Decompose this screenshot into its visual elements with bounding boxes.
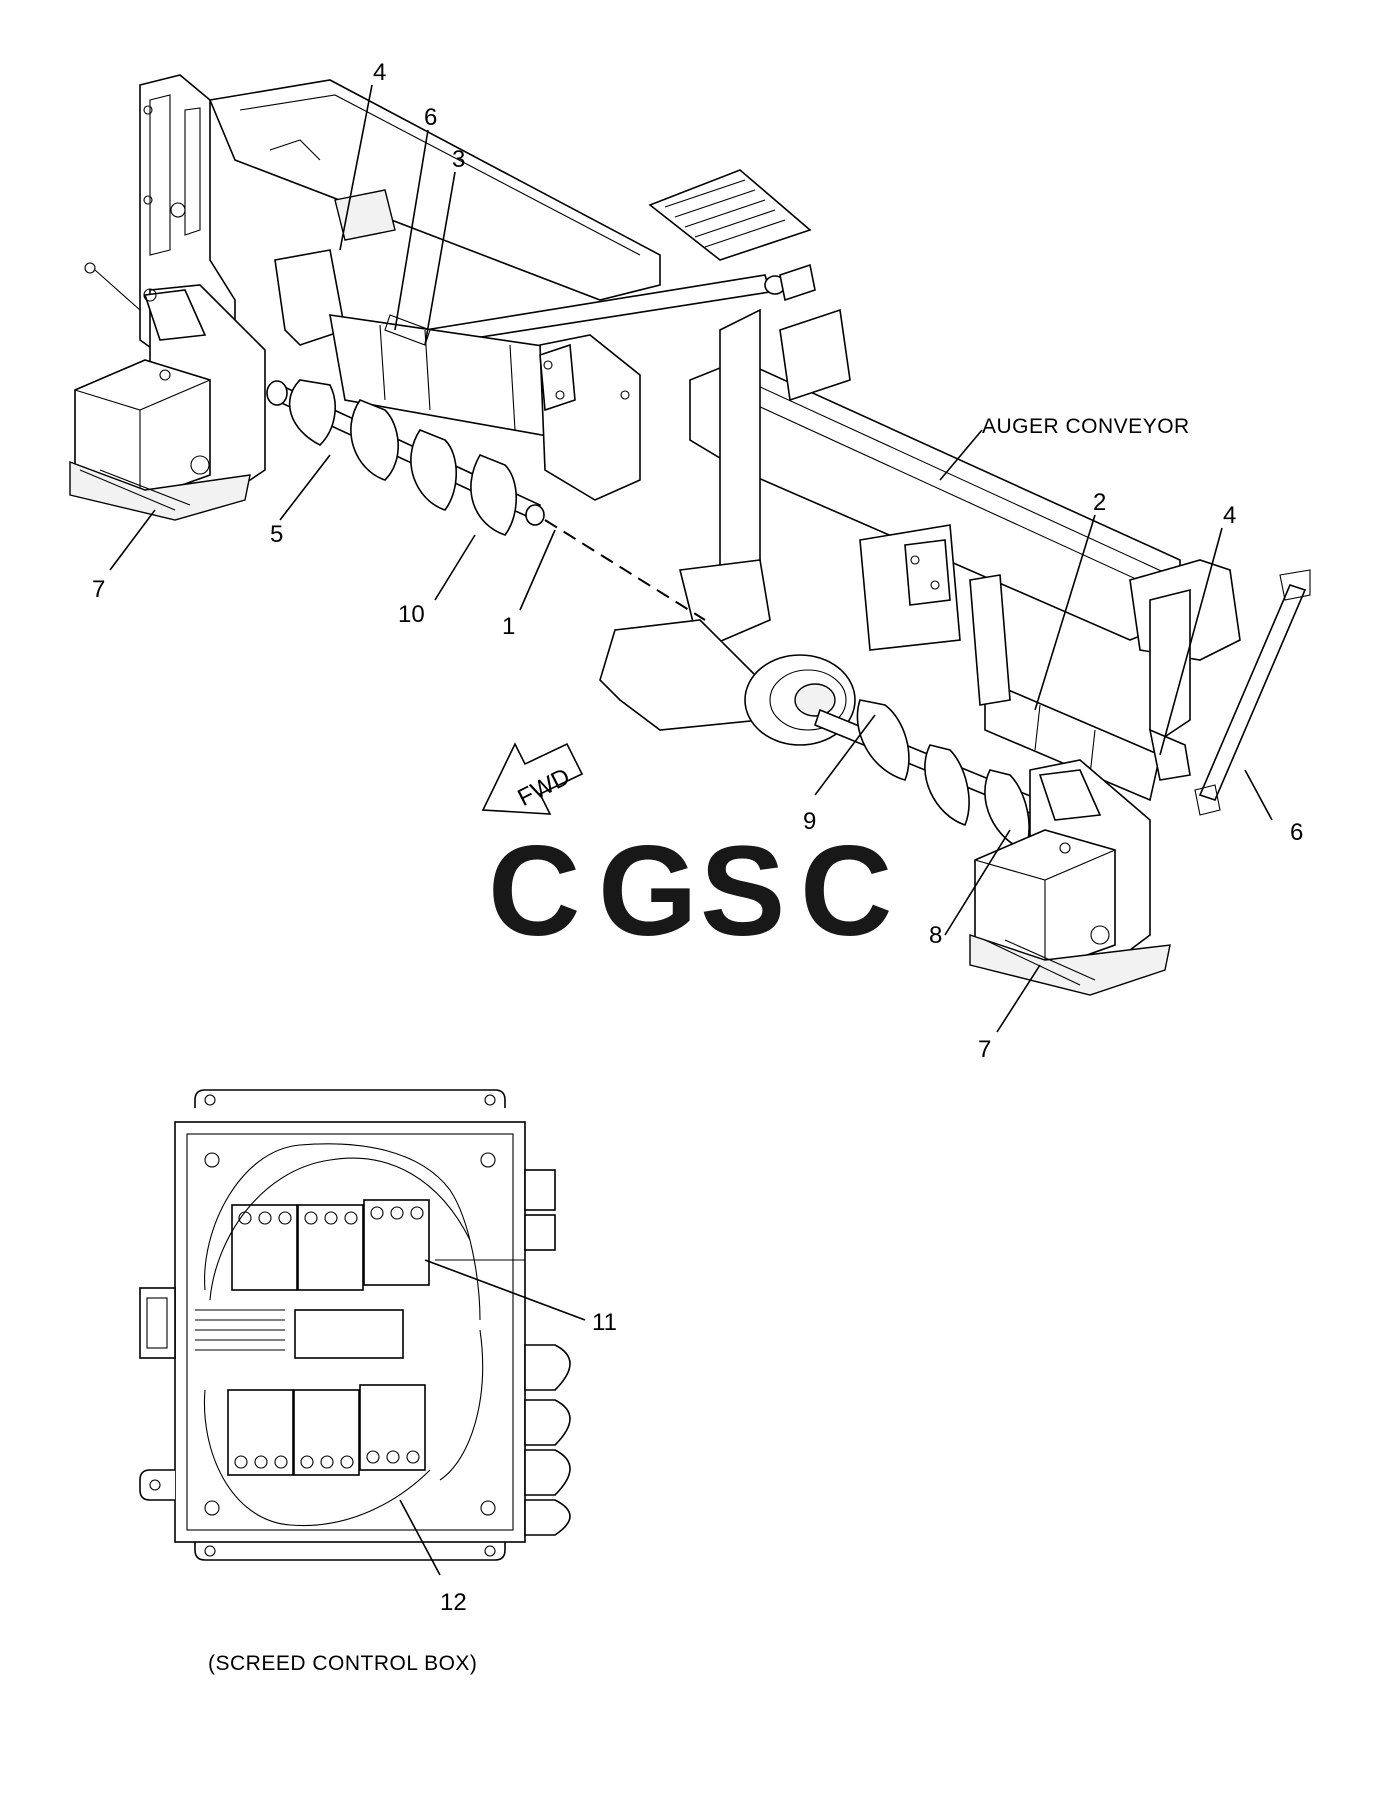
watermark-letter: G <box>598 820 698 963</box>
callout-7-left: 7 <box>92 576 105 603</box>
callout-11: 11 <box>592 1309 617 1336</box>
auger-conveyor-leader <box>939 429 983 481</box>
callout-6-right: 6 <box>1290 819 1303 846</box>
auger-conveyor-label: AUGER CONVEYOR <box>982 415 1190 438</box>
callout-leaders <box>109 84 1273 1033</box>
watermark-letter: S <box>700 820 785 963</box>
auger-frame-assembly <box>139 74 1311 816</box>
left-auger-assembly <box>266 249 641 536</box>
callout-7-right: 7 <box>978 1036 991 1063</box>
callout-4-right: 4 <box>1223 502 1236 529</box>
callout-11-leader <box>424 1259 586 1321</box>
callout-9: 9 <box>803 808 816 835</box>
right-screed-assembly <box>969 759 1171 996</box>
callout-12: 12 <box>440 1589 467 1616</box>
callout-8: 8 <box>929 922 942 949</box>
callout-5: 5 <box>270 521 283 548</box>
callout-12-leader <box>399 1499 441 1576</box>
callout-3: 3 <box>452 146 465 173</box>
left-screed-assembly <box>69 262 266 521</box>
callout-10: 10 <box>398 601 425 628</box>
control-box-caption: (SCREED CONTROL BOX) <box>208 1652 477 1675</box>
forward-arrow: FWD <box>481 742 584 815</box>
auger-conveyor-label-group: AUGER CONVEYOR <box>939 415 1190 481</box>
watermark-letter: C <box>488 820 580 963</box>
watermark-letter: C <box>800 820 892 963</box>
callout-2: 2 <box>1093 489 1106 516</box>
assembly-centerline <box>544 519 706 621</box>
right-auger-assembly <box>814 539 1191 851</box>
callouts-main: 4 6 3 5 10 1 7 2 4 6 9 8 7 <box>92 59 1303 1063</box>
callout-1: 1 <box>502 613 515 640</box>
screed-control-box <box>139 1089 571 1561</box>
callout-6-left: 6 <box>424 104 437 131</box>
callout-4-left: 4 <box>373 59 386 86</box>
